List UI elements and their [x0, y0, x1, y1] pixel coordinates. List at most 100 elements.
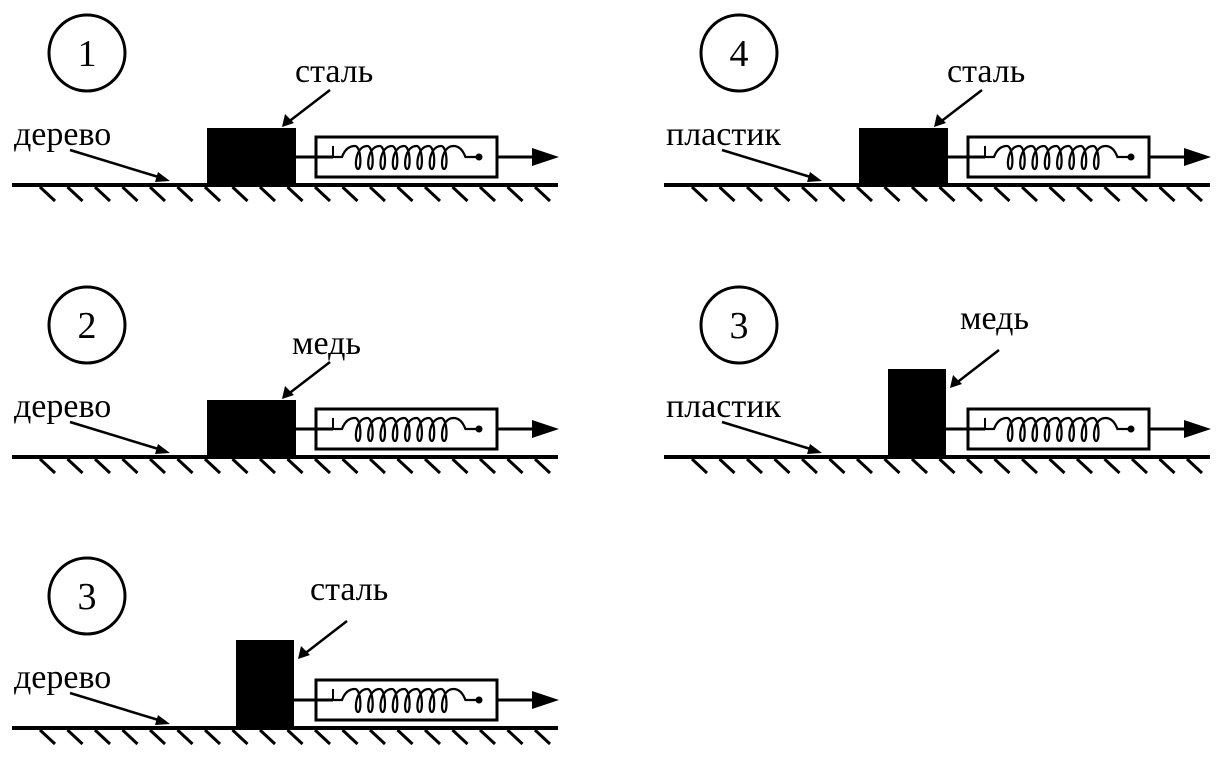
spring-hook	[475, 425, 483, 433]
hatch-mark	[1103, 185, 1121, 203]
hatch-mark	[993, 457, 1011, 475]
block	[888, 369, 946, 457]
surface-label-leader-head	[807, 172, 822, 182]
surface-hatching	[38, 457, 552, 475]
hatch-mark	[148, 185, 167, 203]
hatch-mark	[231, 728, 249, 746]
hatch-mark	[203, 185, 222, 203]
hatch-mark	[66, 185, 84, 203]
number-circle	[699, 13, 779, 93]
hatch-mark	[1158, 185, 1176, 203]
hatch-mark	[1048, 457, 1066, 475]
hatch-mark	[1103, 457, 1121, 475]
block-material-label: медь	[292, 325, 361, 362]
hatch-mark	[231, 457, 249, 475]
hatch-mark	[341, 185, 359, 203]
hatch-mark	[478, 185, 497, 203]
hatch-mark	[773, 185, 791, 203]
hatch-mark	[718, 457, 736, 475]
hatch-mark	[718, 185, 736, 203]
hatch-mark	[258, 728, 277, 746]
hatch-mark	[506, 457, 524, 475]
surface-material-label: дерево	[14, 116, 111, 153]
surface-label-leader-head	[155, 172, 170, 182]
pull-force-arrow-head	[1184, 420, 1211, 438]
surface-label-leader	[69, 420, 166, 453]
pull-force-arrow-head	[532, 148, 559, 166]
hatch-mark	[368, 457, 387, 475]
hatch-mark	[1185, 457, 1204, 475]
hatch-mark	[478, 457, 497, 475]
hatch-mark	[938, 185, 956, 203]
panel-number: 2	[78, 305, 97, 347]
pull-force-arrow-head	[532, 420, 559, 438]
hatch-mark	[341, 457, 359, 475]
number-circle	[47, 285, 127, 365]
hatch-mark	[533, 728, 552, 746]
hatch-mark	[258, 457, 277, 475]
spring-hook	[475, 153, 483, 161]
hatch-mark	[396, 728, 414, 746]
surface-hatching	[38, 728, 552, 746]
panel-number: 3	[78, 576, 97, 618]
hatch-mark	[121, 457, 139, 475]
block-label-leader	[286, 89, 331, 124]
block-material-label: сталь	[947, 53, 1025, 90]
surface-label-leader	[69, 691, 166, 724]
hatch-mark	[478, 728, 497, 746]
panel-number: 3	[730, 305, 749, 347]
block	[859, 128, 948, 185]
hatch-mark	[286, 457, 304, 475]
hatch-mark	[1048, 185, 1066, 203]
hatch-mark	[176, 728, 194, 746]
surface-material-label: пластик	[666, 116, 781, 153]
surface-material-label: пластик	[666, 388, 781, 425]
hatch-mark	[1020, 457, 1039, 475]
hatch-mark	[533, 457, 552, 475]
hatch-mark	[1158, 457, 1176, 475]
hatch-mark	[203, 728, 222, 746]
hatch-mark	[231, 185, 249, 203]
hatch-mark	[38, 457, 57, 475]
hatch-mark	[800, 457, 819, 475]
hatch-mark	[506, 185, 524, 203]
hatch-mark	[121, 185, 139, 203]
hatch-mark	[451, 728, 469, 746]
hatch-mark	[773, 457, 791, 475]
hatch-mark	[313, 457, 332, 475]
panel-number: 1	[78, 33, 97, 75]
hatch-mark	[66, 457, 84, 475]
block	[236, 640, 294, 728]
spring-hook	[1127, 153, 1135, 161]
surface-label-leader	[721, 148, 818, 181]
hatch-mark	[203, 457, 222, 475]
panel-number: 4	[730, 33, 749, 75]
surface-label-leader-head	[155, 444, 170, 454]
hatch-mark	[451, 185, 469, 203]
panel-1: 1 сталь дерево	[12, 13, 559, 203]
hatch-mark	[93, 728, 112, 746]
hatch-mark	[855, 185, 874, 203]
hatch-mark	[93, 457, 112, 475]
hatch-mark	[965, 457, 984, 475]
hatch-mark	[1020, 185, 1039, 203]
hatch-mark	[396, 457, 414, 475]
surface-material-label: дерево	[14, 388, 111, 425]
hatch-mark	[313, 728, 332, 746]
hatch-mark	[910, 185, 929, 203]
surface-hatching	[690, 457, 1204, 475]
hatch-mark	[745, 457, 764, 475]
hatch-mark	[828, 185, 846, 203]
hatch-mark	[286, 728, 304, 746]
hatch-mark	[66, 728, 84, 746]
hatch-mark	[828, 457, 846, 475]
surface-hatching	[690, 185, 1204, 203]
block-label-leader-head	[950, 375, 962, 388]
hatch-mark	[368, 185, 387, 203]
hatch-mark	[148, 728, 167, 746]
block-label-leader	[286, 361, 331, 396]
hatch-mark	[690, 457, 709, 475]
block-label-leader-head	[282, 114, 294, 127]
hatch-mark	[423, 457, 442, 475]
